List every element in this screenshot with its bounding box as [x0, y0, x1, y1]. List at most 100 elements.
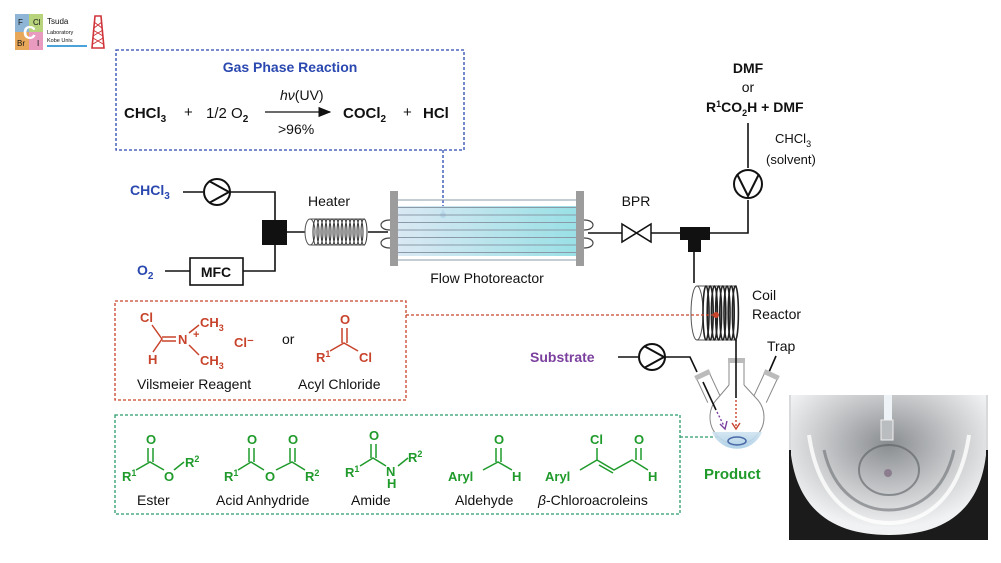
svg-text:O: O: [164, 469, 174, 484]
svg-text:O: O: [340, 312, 350, 327]
logo-line-2: Laboratory: [47, 30, 74, 36]
acyl-chloride-structure: O R1 Cl: [316, 312, 372, 365]
coil-label-2: Reactor: [752, 306, 801, 322]
heater-turn: [324, 218, 332, 246]
gas-phase-reaction-box: Gas Phase Reaction CHCl3 + 1/2 O2 hν(UV)…: [115, 49, 465, 218]
logo-cell-f: F: [18, 18, 23, 27]
coil-turn: [718, 285, 727, 341]
svg-text:Aryl: Aryl: [448, 469, 473, 484]
logo-center-c: C: [23, 23, 36, 43]
gas-phase-title: Gas Phase Reaction: [223, 59, 358, 75]
coil-turn: [731, 285, 740, 341]
amide-structure: O R1 N H R2: [345, 428, 422, 491]
svg-text:N: N: [178, 332, 187, 347]
substrate-pump-icon: [638, 343, 667, 371]
svg-text:H: H: [512, 469, 521, 484]
logo-cell-br: Br: [17, 39, 25, 48]
products-box: O R1 O R2 Ester O O R1 O R2: [114, 414, 726, 515]
product-hcl: HCl: [423, 105, 449, 122]
svg-text:R1: R1: [345, 464, 359, 480]
coil-reactor-icon: [690, 285, 740, 341]
svg-text:H: H: [387, 476, 396, 491]
svg-text:R2: R2: [305, 468, 319, 484]
flask-photo: [789, 395, 988, 540]
heater-turn: [348, 218, 356, 246]
plus-sign-2: +: [403, 104, 412, 121]
t-junction: [680, 227, 710, 252]
heater-turn: [328, 218, 336, 246]
svg-text:Cl: Cl: [359, 350, 372, 365]
reagent-or: or: [742, 79, 755, 95]
svg-text:O: O: [146, 432, 156, 447]
ester-label: Ester: [137, 492, 170, 508]
chcl3-inlet-label: CHCl3: [130, 182, 170, 202]
heater-coil-icon: [304, 218, 368, 246]
svg-text:+: +: [193, 329, 199, 341]
svg-text:O: O: [265, 469, 275, 484]
mfc-label: MFC: [201, 264, 231, 280]
bpr-valve-icon: [621, 222, 652, 244]
aldehyde-structure: O Aryl H: [448, 432, 521, 484]
gas-phase-equation: CHCl3 + 1/2 O2 hν(UV) >96% COCl2 + HCl: [124, 87, 449, 137]
logo-line-1: Tsuda: [47, 17, 69, 26]
svg-text:H: H: [648, 469, 657, 484]
ester-structure: O R1 O R2: [122, 432, 199, 484]
or-label: or: [282, 331, 295, 347]
coil-turn: [723, 285, 731, 341]
svg-text:O: O: [369, 428, 379, 443]
chloride-counterion: Cl⁻: [234, 335, 254, 350]
logo-line-3: Kobe Univ.: [47, 38, 74, 44]
acyl-chloride-label: Acyl Chloride: [298, 376, 381, 392]
heater-turn: [360, 218, 368, 246]
heater-turn: [340, 218, 348, 246]
hv-label: hν: [280, 87, 295, 103]
mfc-box: MFC: [189, 257, 244, 286]
o2-inlet-label: O2: [137, 262, 154, 282]
svg-text:R2: R2: [408, 449, 422, 465]
anhydride-label: Acid Anhydride: [216, 492, 310, 508]
three-neck-flask-icon: [694, 358, 780, 449]
amide-label: Amide: [351, 492, 391, 508]
anhydride-structure: O O R1 O R2: [224, 432, 319, 484]
svg-text:hν(UV): hν(UV): [280, 87, 324, 103]
svg-text:Aryl: Aryl: [545, 469, 570, 484]
reagent-acid-dmf: R1CO2H + DMF: [706, 99, 804, 118]
svg-text:Cl: Cl: [140, 310, 153, 325]
mixer-block: [262, 220, 287, 245]
svg-text:R1: R1: [122, 468, 136, 484]
heater-turn: [316, 218, 324, 246]
reagent-pump-icon: [733, 169, 763, 199]
reagent-dmf: DMF: [733, 60, 764, 76]
intermediates-box: Cl H N + CH3 CH3 Cl⁻ Vilsmeier Reagent o…: [114, 300, 719, 401]
chloroacrolein-label: β-Chloroacroleins: [537, 492, 648, 508]
reactant-o2: 1/2 O: [206, 105, 243, 122]
svg-text:R1: R1: [316, 349, 330, 365]
aldehyde-label: Aldehyde: [455, 492, 514, 508]
bpr-label: BPR: [622, 193, 651, 209]
heater-turn: [352, 218, 360, 246]
yield-label: >96%: [278, 121, 314, 137]
heater-turn: [336, 218, 344, 246]
logo-cell-cl: Cl: [33, 18, 41, 27]
coil-label-1: Coil: [752, 287, 776, 303]
svg-text:CH3: CH3: [200, 315, 224, 333]
heater-turn: [356, 218, 364, 246]
photoreactor-label: Flow Photoreactor: [430, 270, 544, 286]
svg-text:CHCl3: CHCl3: [124, 105, 167, 125]
vilsmeier-structure: Cl H N + CH3 CH3 Cl⁻: [140, 310, 254, 371]
svg-text:R1: R1: [224, 468, 238, 484]
svg-text:R2: R2: [185, 454, 199, 470]
plus-sign-1: +: [184, 104, 193, 121]
product-label: Product: [704, 466, 761, 483]
solvent-label-chcl3: CHCl3: [775, 131, 811, 149]
substrate-label: Substrate: [530, 349, 595, 365]
svg-text:1/2 O2: 1/2 O2: [206, 105, 249, 125]
coil-turn: [702, 285, 710, 341]
solvent-label: (solvent): [766, 152, 816, 167]
heater-turn: [332, 218, 340, 246]
svg-text:H: H: [148, 352, 157, 367]
heater-turn: [320, 218, 328, 246]
coil-turn: [706, 285, 715, 341]
svg-text:O: O: [634, 432, 644, 447]
